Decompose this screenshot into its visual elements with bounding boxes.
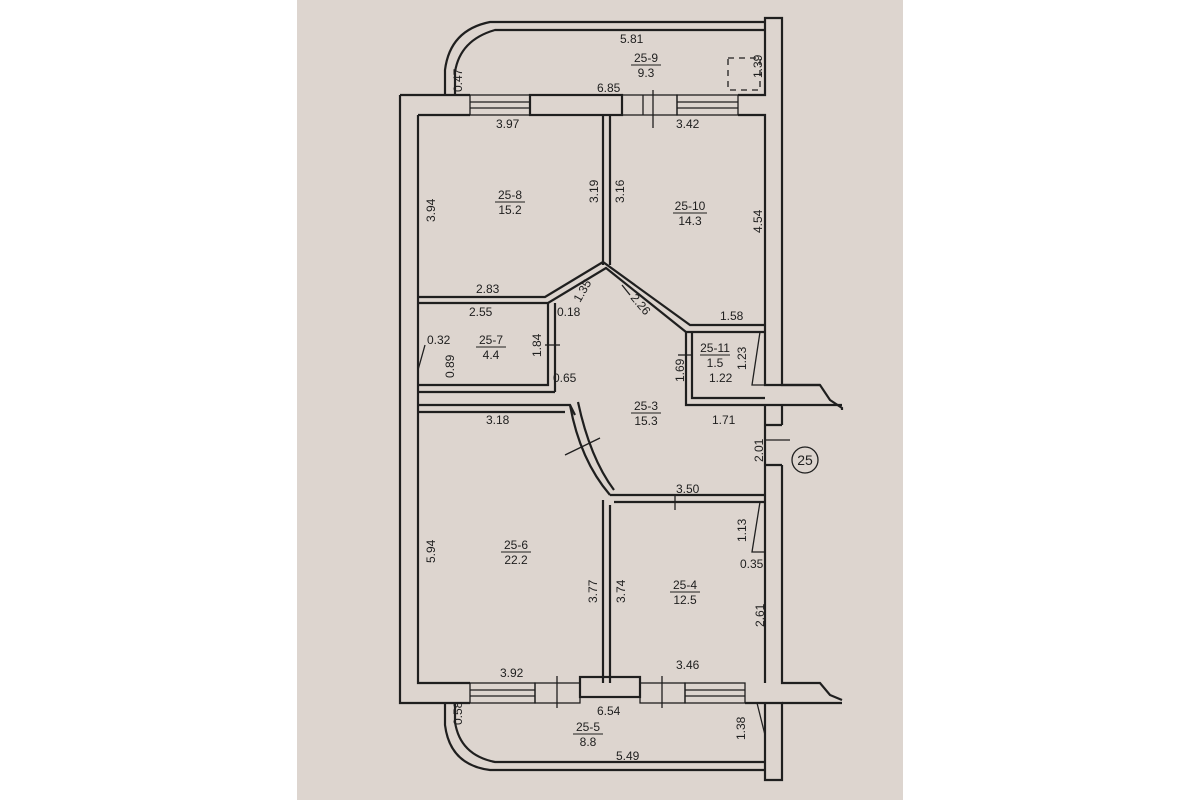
- dimension-label: 3.50: [676, 482, 700, 496]
- dimension-label: 1.71: [712, 413, 736, 427]
- dimension-label: 1.22: [709, 371, 733, 385]
- dimension-label: 0.47: [451, 68, 465, 92]
- dimension-label: 3.42: [676, 117, 700, 131]
- dimension-label: 0.89: [443, 354, 457, 378]
- room-label-25-4: 25-4 12.5: [670, 578, 700, 607]
- dimension-label: 0.32: [427, 333, 451, 347]
- room-label-25-9: 25-9 9.3: [631, 51, 661, 80]
- apartment-marker: 25: [797, 452, 813, 468]
- room-area: 14.3: [678, 214, 702, 228]
- room-label-25-10: 25-10 14.3: [673, 199, 707, 228]
- room-area: 22.2: [504, 553, 528, 567]
- room-label-25-7: 25-7 4.4: [476, 333, 506, 362]
- room-id: 25-11: [700, 341, 730, 355]
- interior-walls: [417, 115, 790, 683]
- room-area: 9.3: [638, 66, 655, 80]
- room-id: 25-9: [634, 51, 658, 65]
- dimension-label: 5.81: [620, 32, 644, 46]
- room-label-25-3: 25-3 15.3: [631, 399, 661, 428]
- dimension-labels: 5.81 6.85 3.97 3.42 2.83 2.55 0.18 1.58 …: [427, 32, 764, 763]
- dimension-label: 0.35: [740, 557, 764, 571]
- top-windows: [469, 90, 739, 128]
- balcony-top: [443, 20, 765, 95]
- dimension-label: 3.46: [676, 658, 700, 672]
- room-id: 25-4: [673, 578, 697, 592]
- dimension-label: 1.84: [530, 333, 544, 357]
- apartment-marker-circle: [791, 446, 819, 474]
- dimension-label: 2.61: [753, 603, 767, 627]
- dimension-label: 1.58: [720, 309, 744, 323]
- dimension-label: 6.54: [597, 704, 621, 718]
- dimension-label: 3.94: [424, 198, 438, 222]
- room-label-25-11: 25-11 1.5: [700, 341, 730, 370]
- room-area: 8.8: [580, 735, 597, 749]
- dimension-label: 3.16: [613, 179, 627, 203]
- dimension-label: 3.74: [614, 579, 628, 603]
- dimension-label: 0.58: [451, 701, 465, 725]
- dimension-label: 3.77: [586, 579, 600, 603]
- dimension-label: 1.13: [735, 518, 749, 542]
- dimension-label: 1.39: [751, 54, 765, 78]
- outer-walls: [398, 16, 844, 782]
- room-label-25-5: 25-5 8.8: [573, 720, 603, 749]
- dimension-label: 3.19: [587, 179, 601, 203]
- room-area: 15.2: [498, 203, 522, 217]
- room-id: 25-8: [498, 188, 522, 202]
- bottom-windows: [469, 675, 746, 708]
- dimension-label: 1.38: [734, 716, 748, 740]
- room-label-25-8: 25-8 15.2: [495, 188, 525, 217]
- dimension-label: 0.18: [557, 305, 581, 319]
- room-area: 12.5: [673, 593, 697, 607]
- dimension-label: 1.69: [673, 358, 687, 382]
- dimension-label: 2.55: [469, 305, 493, 319]
- dimension-label: 2.01: [752, 438, 766, 462]
- dimension-label: 5.94: [424, 539, 438, 563]
- dimension-label: 4.54: [751, 209, 765, 233]
- room-id: 25-5: [576, 720, 600, 734]
- dimension-label: 6.85: [597, 81, 621, 95]
- dimension-label: 3.18: [486, 413, 510, 427]
- room-area: 15.3: [634, 414, 658, 428]
- room-id: 25-10: [675, 199, 706, 213]
- dimension-label: 3.97: [496, 117, 520, 131]
- balcony-bottom: [443, 702, 766, 772]
- dimension-label: 3.92: [500, 666, 524, 680]
- rotated-dimension-labels: 0.47 1.39 3.94 3.19 3.16 4.54 1.35 2.26 …: [424, 54, 767, 740]
- room-area: 4.4: [483, 348, 500, 362]
- room-id: 25-7: [479, 333, 503, 347]
- room-id: 25-3: [634, 399, 658, 413]
- room-area: 1.5: [707, 356, 724, 370]
- plan-sheet: [297, 0, 903, 800]
- room-id: 25-6: [504, 538, 528, 552]
- dimension-label: 1.35: [570, 277, 594, 305]
- dimension-label: 2.83: [476, 282, 500, 296]
- dimension-label: 1.23: [735, 346, 749, 370]
- room-label-25-6: 25-6 22.2: [501, 538, 531, 567]
- dimension-label: 0.65: [553, 371, 577, 385]
- dimension-label: 5.49: [616, 749, 640, 763]
